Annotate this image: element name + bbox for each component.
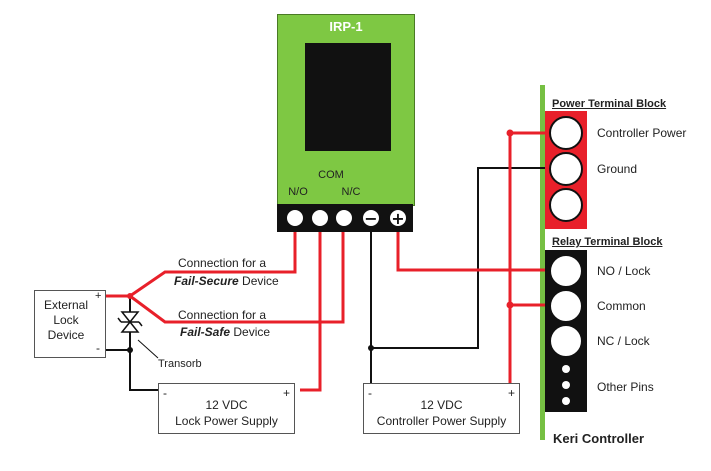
relay-small-pin-1 bbox=[562, 365, 570, 373]
fail-safe-line1: Connection for a bbox=[178, 308, 267, 322]
keri-controller-title: Keri Controller bbox=[553, 431, 645, 446]
junction-common bbox=[506, 301, 514, 309]
relay-pin-1[interactable] bbox=[549, 254, 583, 288]
wire-com-lock-psu bbox=[300, 218, 322, 392]
fail-secure-line2: Fail-Secure Device bbox=[174, 274, 279, 288]
lock-psu-line2: Lock Power Supply bbox=[175, 414, 278, 428]
ctrl-psu-plus: + bbox=[508, 386, 516, 400]
lock-power-supply: - + 12 VDC Lock Power Supply bbox=[158, 383, 295, 434]
lock-psu-line1: 12 VDC bbox=[205, 398, 248, 412]
lock-psu-minus: - bbox=[163, 386, 167, 400]
lock-plus-sign: + bbox=[95, 290, 102, 302]
transorb-pointer bbox=[137, 339, 159, 359]
irp-no-label: N/O bbox=[288, 186, 308, 198]
irp-terminal-com[interactable] bbox=[310, 208, 330, 228]
fail-safe-line2: Fail-Safe Device bbox=[180, 325, 270, 339]
irp-module: IRP-1 COM N/O N/C bbox=[277, 14, 415, 206]
fail-secure-tail: Device bbox=[242, 274, 279, 288]
wire-nc-fail-safe bbox=[129, 218, 345, 324]
irp-terminal-minus[interactable]: − bbox=[361, 208, 381, 228]
wire-irp-minus bbox=[365, 218, 372, 391]
fail-secure-em: Fail-Secure bbox=[174, 274, 239, 288]
power-pin-label-2: Ground bbox=[597, 162, 638, 176]
ctrl-psu-line1: 12 VDC bbox=[420, 398, 463, 412]
junction-lock-minus bbox=[127, 347, 133, 353]
relay-small-pin-2 bbox=[562, 381, 570, 389]
fail-safe-tail: Device bbox=[233, 325, 271, 339]
irp-title: IRP-1 bbox=[329, 19, 363, 34]
fail-safe-em: Fail-Safe bbox=[180, 325, 231, 339]
lock-minus-sign: - bbox=[96, 341, 100, 355]
external-lock-device: External Lock Device + - bbox=[34, 290, 106, 358]
wire-lock-minus bbox=[105, 349, 160, 391]
irp-nc-label: N/C bbox=[341, 186, 361, 198]
wire-no-fail-secure bbox=[129, 218, 297, 298]
ctrl-psu-line2: Controller Power Supply bbox=[376, 414, 507, 428]
irp-terminal-no[interactable] bbox=[285, 208, 305, 228]
lock-line2: Lock bbox=[53, 313, 79, 327]
lock-psu-plus: + bbox=[283, 386, 291, 400]
relay-pin-label-4: Other Pins bbox=[597, 380, 654, 394]
transorb-symbol bbox=[117, 296, 143, 350]
junction-lock-plus bbox=[127, 293, 133, 299]
power-pin-1[interactable] bbox=[549, 116, 583, 150]
ctrl-psu-minus: - bbox=[368, 386, 372, 400]
fail-secure-line1: Connection for a bbox=[178, 256, 267, 270]
relay-pin-label-2: Common bbox=[597, 299, 646, 313]
power-pin-label-1: Controller Power bbox=[597, 126, 687, 140]
wire-ground bbox=[371, 167, 555, 349]
power-pin-3[interactable] bbox=[549, 188, 583, 222]
lock-line1: External bbox=[43, 298, 89, 312]
power-block-title: Power Terminal Block bbox=[552, 98, 667, 110]
relay-block-title: Relay Terminal Block bbox=[552, 236, 663, 248]
controller-power-supply: - + 12 VDC Controller Power Supply bbox=[363, 383, 520, 434]
irp-com-label: COM bbox=[318, 169, 344, 181]
relay-pin-3[interactable] bbox=[549, 324, 583, 358]
irp-terminal-nc[interactable] bbox=[334, 208, 354, 228]
relay-pin-2[interactable] bbox=[549, 289, 583, 323]
lock-line3: Device bbox=[47, 328, 85, 342]
relay-pin-label-1: NO / Lock bbox=[597, 264, 651, 278]
keri-controller-bar bbox=[540, 85, 545, 440]
junction-ctrl-power bbox=[506, 129, 514, 137]
irp-terminal-plus[interactable]: + bbox=[388, 208, 408, 228]
irp-display bbox=[305, 43, 391, 151]
power-pin-2[interactable] bbox=[549, 152, 583, 186]
transorb-label: Transorb bbox=[158, 358, 202, 370]
relay-small-pin-3 bbox=[562, 397, 570, 405]
relay-pin-label-3: NC / Lock bbox=[597, 334, 650, 348]
wire-irp-plus-nolock bbox=[396, 218, 555, 272]
